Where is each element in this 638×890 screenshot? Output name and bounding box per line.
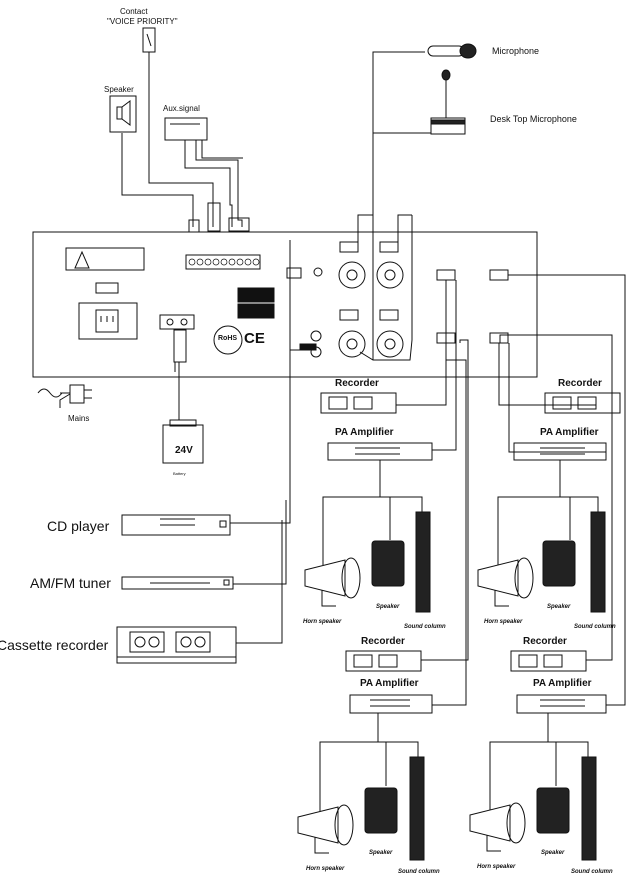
horn-speaker-icon bbox=[469, 802, 526, 852]
amfm-tuner-label: AM/FM tuner bbox=[30, 575, 111, 591]
battery-label: Battery bbox=[173, 471, 186, 476]
microphone-label: Microphone bbox=[492, 46, 540, 56]
speaker-top-label: Speaker bbox=[104, 85, 134, 94]
recorder-icon bbox=[510, 650, 587, 672]
box-speaker-icon bbox=[542, 540, 576, 587]
pa-amplifier-label: PA Amplifier bbox=[360, 678, 419, 689]
horn-speaker-icon bbox=[477, 557, 534, 607]
horn-speaker-label: Horn speaker bbox=[484, 619, 523, 625]
speaker-label: Speaker bbox=[541, 850, 565, 856]
box-speaker-icon bbox=[536, 787, 570, 834]
microphone-icon bbox=[427, 43, 477, 59]
desk-top-microphone-label: Desk Top Microphone bbox=[490, 114, 577, 124]
speaker-label: Speaker bbox=[547, 604, 571, 610]
contact-label: Contact bbox=[120, 7, 148, 16]
amfm-tuner-icon bbox=[121, 576, 234, 590]
box-speaker-icon bbox=[364, 787, 398, 834]
box-speaker-icon bbox=[371, 540, 405, 587]
speaker-box-icon bbox=[109, 95, 137, 133]
sound-column-icon bbox=[590, 511, 606, 613]
battery-icon bbox=[162, 424, 204, 464]
sound-column-label: Sound column bbox=[574, 624, 616, 630]
speaker-label: Speaker bbox=[376, 604, 400, 610]
recorder-icon bbox=[320, 392, 397, 414]
cassette-recorder-label: Cassette recorder bbox=[0, 637, 109, 653]
pa-amplifier-label: PA Amplifier bbox=[540, 427, 599, 438]
voice-priority-label: "VOICE PRIORITY" bbox=[107, 17, 178, 26]
aux-signal-label: Aux.signal bbox=[163, 104, 200, 113]
cassette-recorder-icon bbox=[116, 626, 237, 664]
horn-speaker-icon bbox=[304, 557, 361, 607]
horn-speaker-icon bbox=[297, 804, 354, 854]
recorder-icon bbox=[345, 650, 422, 672]
cd-player-icon bbox=[121, 514, 231, 536]
pa-amplifier-label: PA Amplifier bbox=[335, 427, 394, 438]
recorder-label: Recorder bbox=[361, 636, 405, 647]
main-amplifier-unit bbox=[32, 231, 538, 378]
recorder-icon bbox=[544, 392, 621, 414]
pa-amplifier-icon bbox=[513, 442, 607, 461]
pa-amplifier-label: PA Amplifier bbox=[533, 678, 592, 689]
horn-speaker-label: Horn speaker bbox=[306, 866, 345, 872]
sound-column-icon bbox=[409, 756, 425, 861]
ce-mark: CE bbox=[244, 330, 265, 347]
sound-column-label: Sound column bbox=[571, 869, 613, 875]
battery-voltage-label: 24V bbox=[175, 445, 193, 456]
aux-signal-device-icon bbox=[164, 117, 208, 141]
recorder-label: Recorder bbox=[523, 636, 567, 647]
sound-column-icon bbox=[581, 756, 597, 861]
sound-column-icon bbox=[415, 511, 431, 613]
speaker-label: Speaker bbox=[369, 850, 393, 856]
recorder-label: Recorder bbox=[558, 378, 602, 389]
sound-column-label: Sound column bbox=[398, 869, 440, 875]
horn-speaker-label: Horn speaker bbox=[477, 864, 516, 870]
pa-amplifier-icon bbox=[349, 694, 433, 714]
cd-player-label: CD player bbox=[47, 518, 110, 534]
pa-amplifier-icon bbox=[327, 442, 433, 461]
sound-column-label: Sound column bbox=[404, 624, 446, 630]
pa-amplifier-icon bbox=[516, 694, 607, 714]
recorder-label: Recorder bbox=[335, 378, 379, 389]
desk-top-microphone-icon bbox=[430, 69, 466, 135]
horn-speaker-label: Horn speaker bbox=[303, 619, 342, 625]
rohs-badge: RoHS bbox=[218, 335, 238, 342]
mains-label: Mains bbox=[68, 414, 90, 423]
